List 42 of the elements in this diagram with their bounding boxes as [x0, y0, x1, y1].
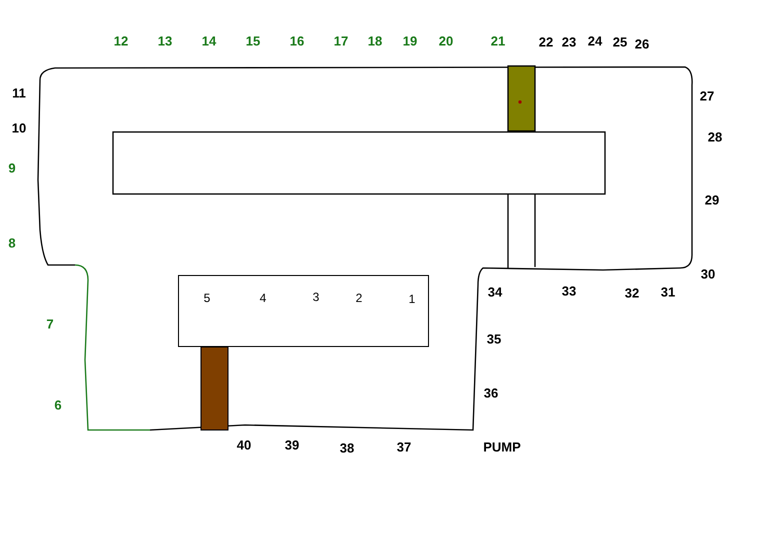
number-label: 21 — [490, 34, 506, 48]
number-label: 40 — [236, 438, 252, 452]
number-label: 6 — [54, 398, 62, 412]
number-label: 1 — [408, 292, 416, 306]
number-label: 32 — [624, 286, 640, 300]
number-label: 3 — [312, 290, 320, 304]
number-label: 18 — [368, 34, 382, 48]
number-label: 24 — [588, 34, 602, 48]
number-label: 4 — [260, 291, 266, 305]
number-label: 2 — [356, 291, 362, 305]
number-label: 5 — [204, 291, 210, 305]
number-label: 15 — [246, 34, 260, 48]
number-label: 27 — [700, 88, 714, 104]
number-label: 39 — [284, 438, 300, 452]
number-label: 30 — [700, 266, 716, 282]
number-label: 8 — [8, 236, 16, 250]
number-label: 17 — [334, 34, 348, 48]
number-label: 28 — [708, 130, 722, 144]
number-label: 38 — [340, 440, 354, 456]
number-label: 33 — [562, 284, 576, 298]
number-label: 23 — [562, 34, 576, 50]
number-label: 7 — [46, 316, 54, 332]
number-label: 25 — [612, 34, 628, 50]
number-label: 9 — [8, 160, 16, 176]
number-label: 31 — [660, 284, 676, 300]
number-label: 20 — [438, 34, 454, 48]
number-label: 35 — [486, 332, 502, 346]
number-label: 10 — [12, 120, 26, 136]
number-label: 13 — [158, 34, 172, 48]
pump-label: PUMP — [483, 440, 521, 454]
number-label: 37 — [396, 440, 412, 454]
number-label: 29 — [704, 192, 720, 208]
number-label: 34 — [488, 284, 502, 300]
number-label: 16 — [290, 34, 304, 48]
number-label: 36 — [484, 386, 498, 400]
number-label: 14 — [202, 34, 216, 48]
rectangle-panel — [178, 275, 429, 347]
number-label: 12 — [114, 34, 128, 48]
number-label: 11 — [12, 86, 26, 100]
number-label: 19 — [402, 34, 418, 48]
number-label: 22 — [538, 34, 554, 50]
number-label: 26 — [634, 36, 650, 52]
